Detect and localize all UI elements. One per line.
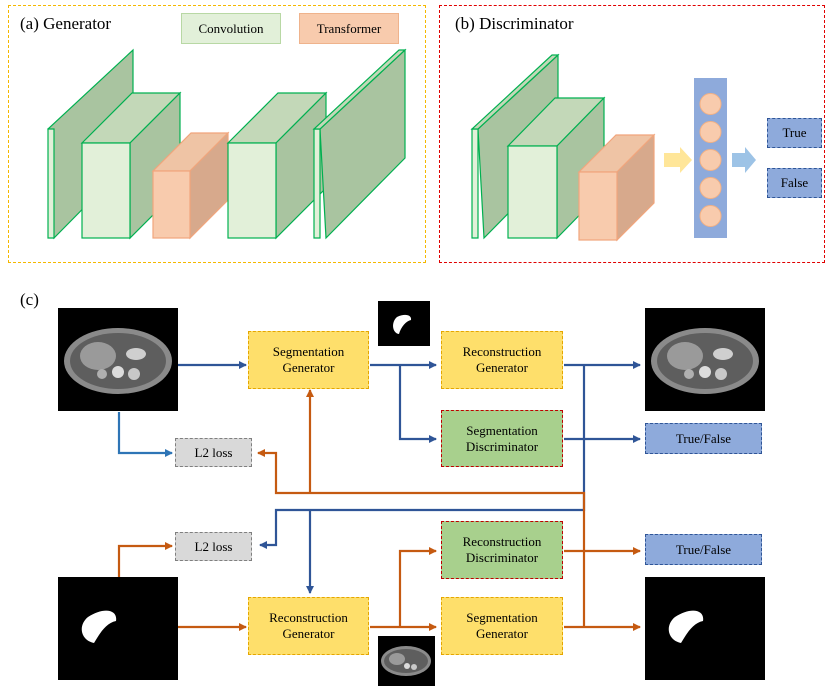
output-false-box: False — [767, 168, 822, 198]
generator-panel-title: (a) Generator — [20, 14, 112, 33]
mask-preview-image — [378, 301, 430, 346]
bottom-reconstruction-generator: Reconstruction Generator — [248, 597, 369, 655]
bottom-true-false-output: True/False — [645, 534, 762, 565]
generator-panel — [8, 5, 426, 263]
discriminator-panel-title: (b) Discriminator — [455, 14, 574, 33]
disc-yellow-arrow — [664, 147, 692, 173]
disc-dense-layer — [694, 78, 727, 238]
orange-flow-arrows — [117, 389, 641, 631]
top-segmentation-discriminator: Segmentation Discriminator — [441, 410, 563, 467]
gen-conv-block-2 — [80, 91, 182, 240]
disc-blue-arrow — [732, 147, 756, 173]
discriminator-panel — [439, 5, 825, 263]
light-blue-loss-arrow — [117, 412, 173, 457]
top-l2-loss: L2 loss — [175, 438, 252, 467]
bottom-segmentation-generator: Segmentation Generator — [441, 597, 563, 655]
bottom-reconstruction-discriminator: Reconstruction Discriminator — [441, 521, 563, 579]
top-segmentation-generator: Segmentation Generator — [248, 331, 369, 389]
output-mask-image — [645, 577, 765, 680]
disc-conv-block-2 — [506, 96, 606, 240]
workflow-panel-label: (c) — [20, 290, 39, 309]
disc-transformer-block — [577, 133, 656, 242]
input-ct-image — [58, 308, 178, 411]
gen-conv-block-4 — [312, 48, 407, 240]
output-true-box: True — [767, 118, 822, 148]
top-true-false-output: True/False — [645, 423, 762, 454]
legend-transformer: Transformer — [299, 13, 399, 44]
blue-flow-arrows — [178, 361, 641, 594]
top-reconstruction-generator: Reconstruction Generator — [441, 331, 563, 389]
gen-transformer-block-1 — [151, 131, 230, 240]
reconstructed-ct-image — [645, 308, 765, 411]
input-mask-image — [58, 577, 178, 680]
bottom-l2-loss: L2 loss — [175, 532, 252, 561]
reconstructed-ct-preview — [378, 636, 435, 686]
gen-conv-block-3 — [226, 91, 328, 240]
legend-convolution: Convolution — [181, 13, 281, 44]
